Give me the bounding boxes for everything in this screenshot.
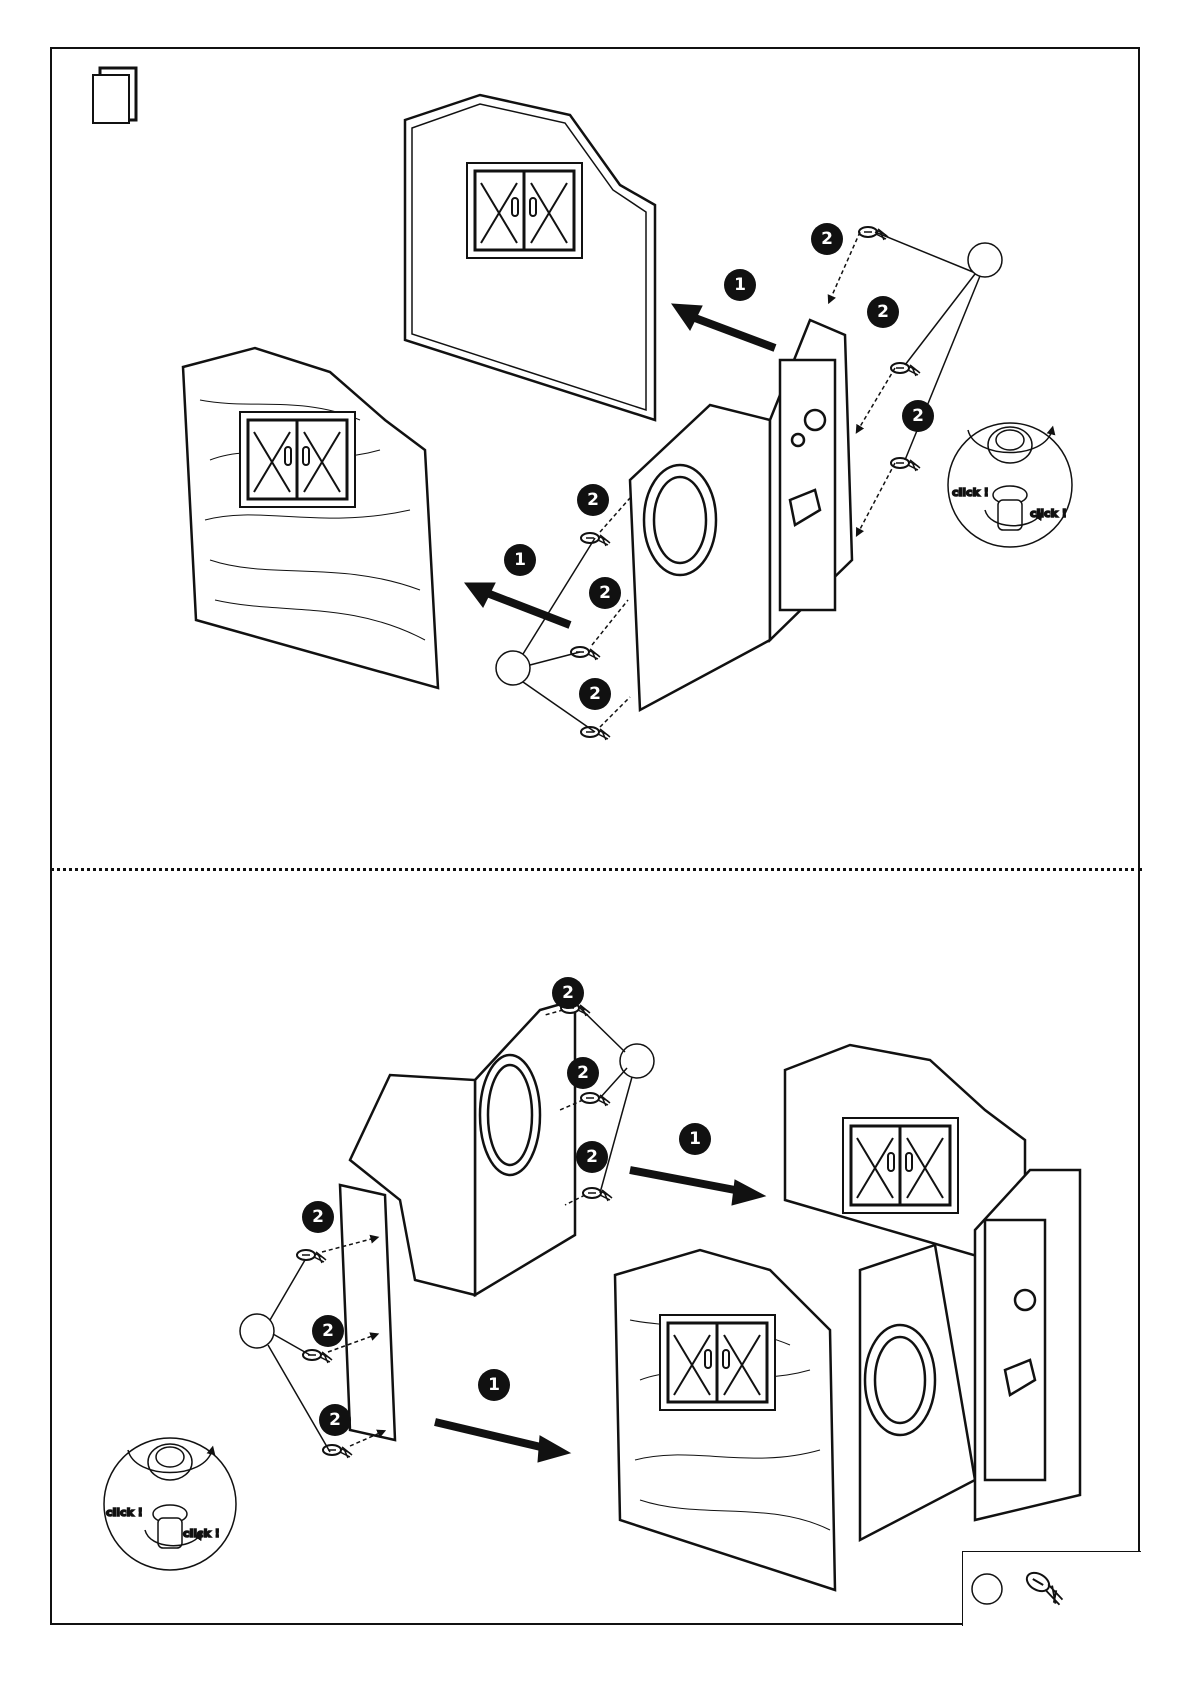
svg-text:2: 2	[821, 229, 833, 249]
parts-legend	[962, 1551, 1141, 1626]
side-assembly-bottom	[340, 1000, 575, 1440]
callout-circle-icon	[972, 1574, 1002, 1604]
screwdriver-detail-icon: click ! click !	[104, 1438, 236, 1570]
svg-text:click !: click !	[106, 1506, 143, 1519]
corner-assembly-top	[630, 320, 852, 710]
svg-text:click !: click !	[952, 486, 989, 499]
svg-text:click !: click !	[1030, 507, 1067, 520]
screw-icon	[859, 227, 888, 240]
screw-icon	[581, 727, 610, 740]
svg-text:2: 2	[877, 302, 889, 322]
screw-icon	[581, 533, 610, 546]
screw-icon	[297, 1250, 326, 1263]
back-wall-panel-top	[405, 95, 655, 420]
svg-text:2: 2	[599, 583, 611, 603]
screw-icon	[1023, 1569, 1068, 1606]
svg-text:1: 1	[689, 1129, 701, 1149]
screw-icon	[303, 1350, 332, 1363]
svg-text:1: 1	[514, 550, 526, 570]
svg-text:2: 2	[589, 684, 601, 704]
svg-text:2: 2	[322, 1321, 334, 1341]
svg-text:2: 2	[587, 490, 599, 510]
parts-legend-art	[963, 1552, 1141, 1626]
svg-text:2: 2	[312, 1207, 324, 1227]
svg-text:2: 2	[577, 1063, 589, 1083]
left-wall-panel-top	[183, 348, 438, 688]
screw-icon	[583, 1188, 612, 1201]
svg-text:2: 2	[562, 983, 574, 1003]
svg-text:1: 1	[488, 1375, 500, 1395]
screw-icon	[581, 1093, 610, 1106]
svg-text:2: 2	[329, 1410, 341, 1430]
svg-text:click !: click !	[183, 1527, 220, 1540]
svg-text:2: 2	[586, 1147, 598, 1167]
svg-text:2: 2	[912, 406, 924, 426]
screwdriver-detail-icon: click ! click !	[948, 423, 1072, 547]
svg-text:1: 1	[734, 275, 746, 295]
